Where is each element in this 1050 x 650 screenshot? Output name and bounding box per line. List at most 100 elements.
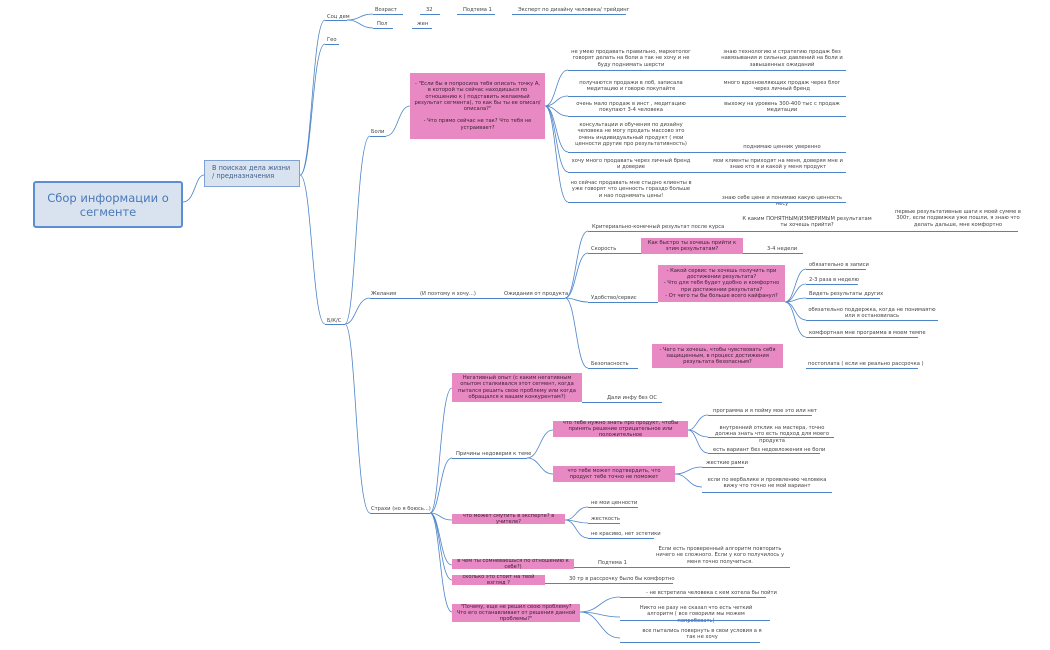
nedoverie-label[interactable]: Причины недоверия к теме	[456, 451, 532, 457]
underline	[568, 116, 692, 117]
boli-row-a[interactable]: получаются продажи в лоб, записала медит…	[579, 80, 683, 93]
branch-bks[interactable]: Б/К/С	[327, 318, 342, 324]
strahi-negative-node[interactable]: Негативный опыт (с каким негативным опыт…	[452, 373, 582, 402]
q1-answer[interactable]: внутренний отклик на мастера, точно долж…	[714, 425, 830, 444]
underline	[738, 231, 894, 232]
skorost-label[interactable]: Скорость	[591, 246, 617, 252]
strahi-negative-answer[interactable]: Дали инфу без ОС	[607, 395, 657, 401]
why-answer[interactable]: - не встретила человека с кем хотела бы …	[646, 590, 777, 596]
underline	[500, 298, 565, 299]
underline	[692, 96, 846, 97]
q1-answer[interactable]: программа и я пойму мое это или нет	[713, 408, 818, 414]
underline	[588, 302, 658, 303]
q1-answer[interactable]: есть вариант без недовложения не боли	[713, 447, 826, 453]
underline	[568, 172, 692, 173]
bezopasnost-question-node[interactable]: - Чего ты хочешь, чтобы чувствовать себя…	[652, 344, 783, 368]
socdem-sex-label[interactable]: Пол	[377, 21, 388, 27]
zhelaniya-expectations[interactable]: Ожидания от продукта	[504, 291, 569, 297]
strahi-why-node[interactable]: "Почему, еще не решил свою проблему? Что…	[452, 604, 580, 622]
underline	[457, 14, 495, 15]
underline	[452, 458, 527, 459]
underline	[588, 253, 641, 254]
underline	[620, 597, 766, 598]
underline	[806, 298, 880, 299]
underline	[692, 202, 846, 203]
underline	[708, 415, 812, 416]
underline	[692, 172, 846, 173]
strahi-expert-node[interactable]: что может смутить в эксперте? в учителе?	[452, 513, 565, 525]
underline	[806, 284, 858, 285]
branch-strahi[interactable]: Страхи (но я боюсь...)	[371, 506, 431, 512]
socdem-age-note[interactable]: Эксперт по дизайну человека/ трейдинг	[518, 7, 630, 13]
why-answer[interactable]: все пытались повернуть в свои условия а …	[642, 628, 762, 641]
boli-row-b[interactable]: поднимаю ценник уверенно	[743, 144, 821, 150]
strahi-self-node[interactable]: в чем ты сомневаешься по отношению к себ…	[452, 558, 574, 570]
self-answer[interactable]: Если есть проверенный алгоритм повторить…	[655, 546, 785, 565]
boli-row-b[interactable]: мои клиенты приходят на меня, доверяя мн…	[713, 158, 843, 171]
underline	[692, 70, 846, 71]
udobstvo-answer[interactable]: 2-3 раза в неделю	[809, 277, 859, 283]
branch-boli[interactable]: Боли	[371, 129, 385, 135]
boli-row-b[interactable]: знаю себе цене и понимаю какую ценность …	[722, 195, 842, 208]
socdem-age-value[interactable]: 32	[426, 7, 433, 13]
udobstvo-answer[interactable]: обязательно в записи	[809, 262, 869, 268]
underline	[412, 28, 432, 29]
socdem-sex-value[interactable]: жен	[417, 21, 429, 27]
underline	[806, 337, 918, 338]
zhelaniya-note[interactable]: (И поэтому я хочу...)	[420, 291, 476, 297]
boli-row-a[interactable]: не умею продавать правильно, маркетолог …	[571, 49, 691, 68]
root-node[interactable]: Сбор информации о сегменте	[33, 181, 183, 228]
kriterialny-answer[interactable]: первые результативные шаги к моей сумме …	[895, 209, 1021, 228]
boli-question-node[interactable]: - "Если бы я попросила тебя описать точк…	[410, 73, 545, 139]
boli-row-a[interactable]: консультации и обучения по дизайну челов…	[575, 122, 687, 147]
boli-row-b[interactable]: выхожу на уровень 300-400 тыс с продаж м…	[724, 101, 840, 114]
nedoverie-q2-node[interactable]: что тебе может подтвердить, что продукт …	[553, 466, 675, 482]
strahi-price-node[interactable]: сколько это стоит на твой взгляд ?	[452, 574, 545, 586]
underline	[574, 567, 650, 568]
expert-answer[interactable]: не мои ценности	[591, 500, 638, 506]
underline	[588, 507, 638, 508]
self-sub[interactable]: Подтема 1	[598, 560, 627, 566]
topic-purpose-node[interactable]: В поисках дела жизни / предназначения	[204, 160, 300, 187]
underline	[568, 96, 692, 97]
udobstvo-question-node[interactable]: - Какой сервис ты хочешь получить при до…	[658, 265, 785, 302]
kriterialny-label[interactable]: Критериально-конечный результат после ку…	[592, 224, 725, 230]
bezopasnost-label[interactable]: Безопасность	[591, 361, 629, 367]
underline	[806, 368, 918, 369]
underline	[568, 152, 692, 153]
underline	[806, 269, 866, 270]
underline	[568, 202, 692, 203]
branch-geo[interactable]: Гео	[327, 37, 337, 43]
underline	[620, 642, 760, 643]
boli-row-a[interactable]: но сейчас продавать мне стыдно клиенты в…	[570, 180, 692, 199]
udobstvo-answer[interactable]: обязательно поддержка, когда не понимаят…	[808, 307, 936, 320]
price-answer[interactable]: 30 тр в рассрочку было бы комфортно	[569, 576, 675, 582]
bezopasnost-answer[interactable]: постоплата ( если не реально рассрочка )	[808, 361, 924, 367]
q2-answer[interactable]: жесткие рамки	[706, 460, 748, 466]
branch-socdem[interactable]: Соц дем	[327, 14, 350, 20]
udobstvo-answer[interactable]: Видеть результаты других	[809, 291, 884, 297]
udobstvo-label[interactable]: Удобство/сервис	[591, 295, 637, 301]
nedoverie-q1-node[interactable]: что тебе нужно знать про продукт, чтобы …	[553, 420, 688, 438]
boli-row-b[interactable]: знаю технологию и стратегию продаж без н…	[721, 49, 843, 68]
underline	[325, 324, 345, 325]
skorost-answer[interactable]: 3-4 недели	[767, 246, 798, 252]
udobstvo-answer[interactable]: комфортная мне программа в моем темпе	[809, 330, 926, 336]
socdem-age-label[interactable]: Возраст	[375, 7, 397, 13]
socdem-age-sub[interactable]: Подтема 1	[463, 7, 492, 13]
branch-zhelaniya[interactable]: Желания	[371, 291, 397, 297]
expert-answer[interactable]: не красиво, нет эстетики	[591, 531, 661, 537]
underline	[588, 231, 738, 232]
boli-row-a[interactable]: очень мало продаж в инст , медитацию пок…	[576, 101, 686, 114]
why-answer[interactable]: Никто не разу не сказал что есть четкий …	[639, 605, 753, 624]
boli-row-b[interactable]: много вдохновляющих продаж через блог че…	[723, 80, 841, 93]
q2-answer[interactable]: если по вербалике и проявлению человека …	[707, 477, 827, 490]
boli-row-a[interactable]: хочу много продавать через личный бренд …	[571, 158, 691, 171]
kriterialny-question[interactable]: К каким ПОНЯТНЫМ/ИЗМЕРИМЫМ результатам т…	[742, 216, 872, 229]
underline	[396, 298, 500, 299]
underline	[702, 492, 832, 493]
expert-answer[interactable]: жесткость	[591, 516, 620, 522]
skorost-question-node[interactable]: Как быстро ты хочешь прийти к этим резул…	[641, 238, 743, 254]
